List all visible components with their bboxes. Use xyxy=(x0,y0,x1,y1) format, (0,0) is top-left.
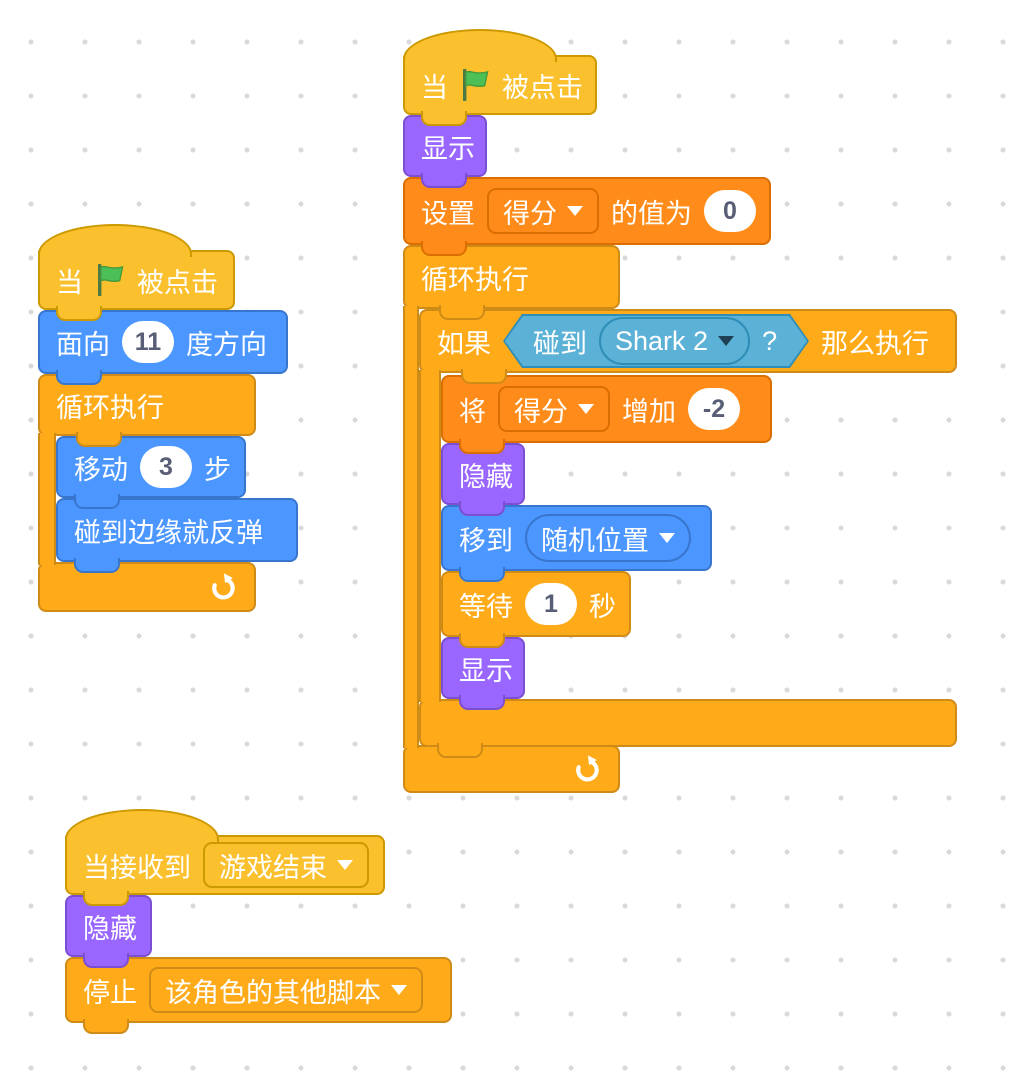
when-flag-pre-label: 当 xyxy=(56,267,83,298)
dropdown-caret-icon xyxy=(659,533,675,543)
touching-pre-label: 碰到 xyxy=(533,328,587,359)
dropdown-caret-icon xyxy=(391,985,407,995)
dropdown-caret-icon xyxy=(578,404,594,414)
touching-sensing-block[interactable]: 碰到 Shark 2 ? xyxy=(503,314,809,368)
when-receive-pre-label: 当接收到 xyxy=(83,852,191,883)
when-receive-broadcast-block[interactable]: 当接收到 游戏结束 xyxy=(65,809,385,906)
go-to-pre-label: 移到 xyxy=(459,525,513,556)
when-flag-clicked-block[interactable]: 当 被点击 xyxy=(38,224,235,321)
forever-block-arm-2[interactable] xyxy=(403,306,419,748)
set-variable-mid-label: 的值为 xyxy=(611,198,692,229)
forever-block-bottom-2[interactable] xyxy=(403,745,620,793)
move-pre-label: 移动 xyxy=(74,454,128,485)
set-variable-value-input[interactable]: 0 xyxy=(704,190,756,232)
broadcast-name: 游戏结束 xyxy=(219,852,327,883)
change-variable-mid-label: 增加 xyxy=(622,396,676,427)
green-flag-icon xyxy=(460,69,490,101)
set-variable-pre-label: 设置 xyxy=(421,198,475,229)
change-variable-value-input[interactable]: -2 xyxy=(688,388,740,430)
point-direction-post-label: 度方向 xyxy=(186,329,267,360)
if-then-block-bottom[interactable] xyxy=(419,699,957,758)
move-steps-block[interactable]: 移动 3 步 xyxy=(56,436,246,509)
when-flag-clicked-block-2[interactable]: 当 被点击 xyxy=(403,29,597,126)
if-post-label: 那么执行 xyxy=(821,328,929,359)
change-variable-pre-label: 将 xyxy=(459,396,486,427)
stop-option-name: 该角色的其他脚本 xyxy=(165,977,381,1008)
show-block[interactable]: 显示 xyxy=(403,115,487,188)
when-flag-pre-label: 当 xyxy=(421,72,448,103)
touching-target-name: Shark 2 xyxy=(615,325,709,356)
wait-seconds-block[interactable]: 等待 1 秒 xyxy=(441,571,631,648)
if-pre-label: 如果 xyxy=(437,328,491,359)
green-flag-icon xyxy=(95,264,125,296)
move-steps-input[interactable]: 3 xyxy=(140,446,192,488)
point-in-direction-block[interactable]: 面向 11 度方向 xyxy=(38,310,288,385)
touching-target-dropdown[interactable]: Shark 2 xyxy=(599,317,750,365)
set-variable-block[interactable]: 设置 得分 的值为 0 xyxy=(403,177,771,256)
stop-pre-label: 停止 xyxy=(83,977,137,1008)
variable-dropdown[interactable]: 得分 xyxy=(498,386,610,432)
broadcast-dropdown[interactable]: 游戏结束 xyxy=(203,842,369,888)
dropdown-caret-icon xyxy=(337,860,353,870)
loop-arrow-icon xyxy=(572,754,602,784)
dropdown-caret-icon xyxy=(718,336,734,346)
move-post-label: 步 xyxy=(204,454,231,485)
change-variable-block[interactable]: 将 得分 增加 -2 xyxy=(441,375,772,454)
wait-pre-label: 等待 xyxy=(459,591,513,622)
stop-block[interactable]: 停止 该角色的其他脚本 xyxy=(65,957,452,1034)
if-then-block-top[interactable]: 如果 碰到 Shark 2 ? 那么执行 xyxy=(419,309,957,384)
touching-post-label: ? xyxy=(762,325,778,356)
go-to-target-dropdown[interactable]: 随机位置 xyxy=(525,514,691,562)
loop-arrow-icon xyxy=(208,572,238,602)
variable-name: 得分 xyxy=(503,198,557,229)
forever-block-arm[interactable] xyxy=(38,433,56,565)
hide-label: 隐藏 xyxy=(83,913,137,944)
when-flag-post-label: 被点击 xyxy=(502,72,583,103)
go-to-block[interactable]: 移到 随机位置 xyxy=(441,505,712,582)
hide-label: 隐藏 xyxy=(459,461,513,492)
forever-label: 循环执行 xyxy=(56,392,164,423)
variable-name: 得分 xyxy=(514,396,568,427)
go-to-target-name: 随机位置 xyxy=(541,525,649,556)
show-label: 显示 xyxy=(459,655,513,686)
when-flag-post-label: 被点击 xyxy=(137,267,218,298)
point-direction-pre-label: 面向 xyxy=(56,329,110,360)
forever-block-top[interactable]: 循环执行 xyxy=(38,374,256,447)
if-then-block-arm[interactable] xyxy=(419,370,441,702)
stop-option-dropdown[interactable]: 该角色的其他脚本 xyxy=(149,967,423,1013)
wait-post-label: 秒 xyxy=(589,591,616,622)
forever-block-bottom[interactable] xyxy=(38,562,256,612)
show-label: 显示 xyxy=(421,133,475,164)
bounce-label: 碰到边缘就反弹 xyxy=(74,517,263,548)
forever-label: 循环执行 xyxy=(421,264,529,295)
direction-value-input[interactable]: 11 xyxy=(122,321,174,363)
wait-seconds-input[interactable]: 1 xyxy=(525,583,577,625)
dropdown-caret-icon xyxy=(567,206,583,216)
variable-dropdown[interactable]: 得分 xyxy=(487,188,599,234)
